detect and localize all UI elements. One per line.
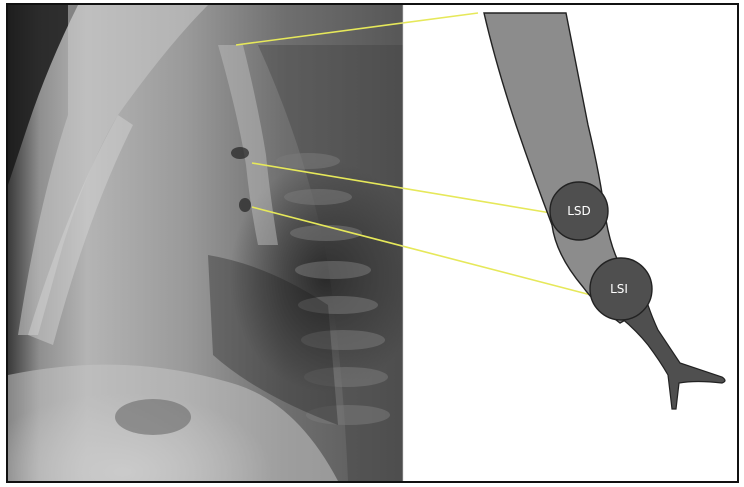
bronchus-branch — [620, 305, 725, 409]
lsd-label: LSD — [567, 204, 591, 218]
figure-canvas: LSD LSI — [8, 5, 737, 481]
lsd-node: LSD — [550, 182, 608, 240]
figure-frame: LSD LSI — [6, 3, 739, 483]
airway-schematic: LSD LSI — [484, 13, 725, 409]
lsi-label: LSI — [610, 282, 628, 296]
lsi-node: LSI — [590, 258, 652, 320]
chest-xray-lateral-image — [8, 5, 403, 481]
